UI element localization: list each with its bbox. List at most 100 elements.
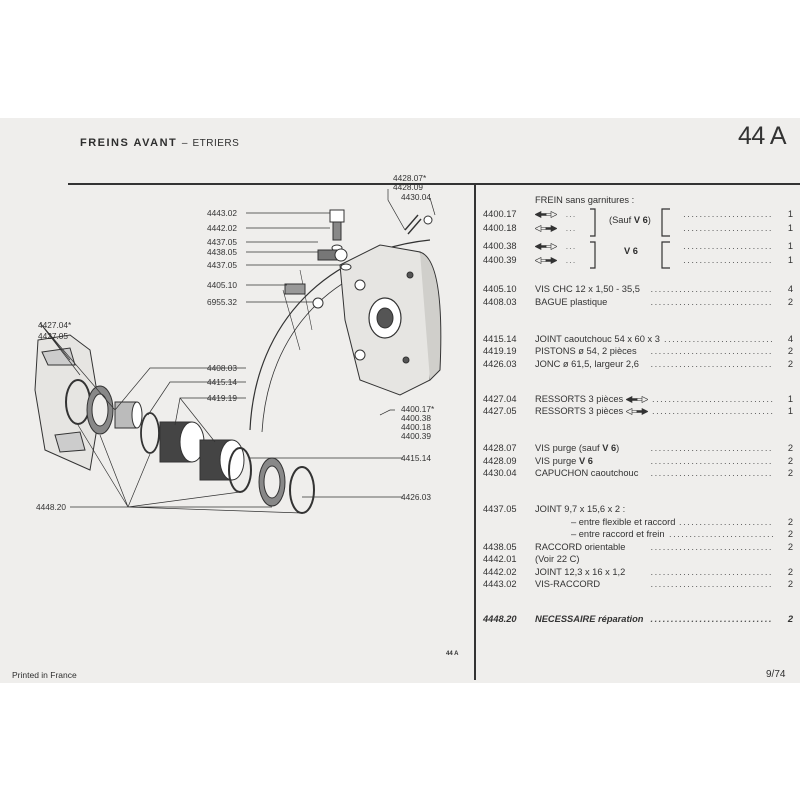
dust-boot <box>86 385 114 435</box>
quantity: 4 <box>787 334 793 344</box>
description-segment: – entre flexible et raccord <box>571 517 676 527</box>
part-description: ... <box>535 208 576 220</box>
leader-dots: .............................. <box>650 359 773 369</box>
description-segment: (Voir 22 C) <box>535 554 580 564</box>
part-callout: 4426.03 <box>401 492 431 502</box>
quantity: 1 <box>787 406 793 416</box>
arrow-left-filled-icon <box>535 211 557 219</box>
printed-in: Printed in France <box>12 670 77 680</box>
part-callout: 4405.10 <box>207 280 237 290</box>
dust-boot-2 <box>258 457 286 507</box>
leader-dots: .............................. <box>650 542 773 552</box>
part-description: JONC ø 61,5, largeur 2,6 <box>535 358 639 370</box>
quantity: 2 <box>787 517 793 527</box>
part-callout: 4400.18 <box>401 422 431 432</box>
parts-row: 4442.01(Voir 22 C) <box>483 553 793 565</box>
part-description: PISTONS ø 54, 2 pièces <box>535 345 637 357</box>
group-label-close: ) <box>647 215 651 225</box>
description-segment: VIS purge <box>535 456 579 466</box>
part-description: VIS-RACCORD <box>535 578 600 590</box>
quantity: 2 <box>787 359 793 369</box>
part-callout: 6955.32 <box>207 297 237 307</box>
header-rule <box>68 183 800 185</box>
part-number: 4427.05 <box>483 406 517 416</box>
title-separator: – <box>181 138 188 149</box>
part-description: VIS purge (sauf V 6) <box>535 442 619 454</box>
part-description: VIS purge V 6 <box>535 455 593 467</box>
quantity: 2 <box>787 346 793 356</box>
arrow-left-filled-icon <box>623 394 648 404</box>
part-callout: 4442.02 <box>207 223 237 233</box>
leader-dots: .............................. <box>669 529 773 539</box>
parts-row: 4400.38 .........................1 <box>483 240 793 252</box>
part-description: CAPUCHON caoutchouc <box>535 467 638 479</box>
leader-dots: ...................... <box>683 255 773 265</box>
part-description: (Voir 22 C) <box>535 553 579 565</box>
plastic-ring <box>114 401 143 429</box>
description-segment: CAPUCHON caoutchouc <box>535 468 639 478</box>
part-callout: 4400.38 <box>401 413 431 423</box>
page-code: 44 A <box>738 122 787 150</box>
leader-dots: ...................... <box>683 223 773 233</box>
part-callout: 4408.03 <box>207 363 237 373</box>
parts-row: 4400.18 .........................1 <box>483 222 793 234</box>
leader-dots: .............................. <box>650 456 773 466</box>
quantity: 4 <box>787 284 793 294</box>
quantity: 2 <box>787 579 793 589</box>
part-description: ... <box>535 222 576 234</box>
description-segment: VIS purge (sauf <box>535 443 603 453</box>
group-label-v6: V 6 <box>633 215 648 225</box>
group-label-text: (Sauf <box>609 215 634 225</box>
parts-row: 4426.03 JONC ø 61,5, largeur 2,6.........… <box>483 358 793 370</box>
quantity: 2 <box>787 456 793 466</box>
part-callout: 4415.14 <box>401 453 431 463</box>
piston-1 <box>159 421 205 463</box>
part-description: ... <box>535 240 576 252</box>
part-number: 4437.05 <box>483 504 517 514</box>
quantity: 2 <box>787 468 793 478</box>
parts-row: 4427.05 RESSORTS 3 pièces ...............… <box>483 405 793 417</box>
parts-row: 4400.17 .........................1 <box>483 208 793 220</box>
part-number: 4426.03 <box>483 359 517 369</box>
column-divider <box>474 185 476 680</box>
part-number: 4400.38 <box>483 241 517 251</box>
leader-dots: .............................. <box>652 406 773 416</box>
quantity: 1 <box>787 255 793 265</box>
group-label-v6: V 6 <box>624 246 638 256</box>
description-segment: PISTONS ø 54, 2 pièces <box>535 346 637 356</box>
part-description: VIS CHC 12 x 1,50 - 35,5 <box>535 283 640 295</box>
title-subtitle: ETRIERS <box>192 138 240 149</box>
arrow-right-filled-icon <box>623 406 648 416</box>
quantity: 1 <box>787 394 793 404</box>
part-callout: 4443.02 <box>207 208 237 218</box>
description-segment: V 6 <box>602 443 617 453</box>
exploded-brake-caliper-diagram <box>34 189 442 514</box>
part-description: RACCORD orientable <box>535 541 625 553</box>
arrow-right-filled-icon <box>535 225 557 233</box>
part-callout: 4427.04* <box>38 320 72 330</box>
part-callout: 4427.05 <box>38 331 68 341</box>
leader-dots: .............................. <box>650 614 773 624</box>
description-segment: RESSORTS 3 pièces <box>535 406 624 416</box>
quantity: 2 <box>787 542 793 552</box>
part-callout: 4400.39 <box>401 431 431 441</box>
title-main: FREINS AVANT <box>80 137 178 149</box>
leader-dots: .............................. <box>650 284 773 294</box>
description-segment: RESSORTS 3 pièces <box>535 394 624 404</box>
description-segment: – entre raccord et frein <box>571 529 665 539</box>
part-callout: 4438.05 <box>207 247 237 257</box>
part-callout: 4428.07* <box>393 173 427 183</box>
part-callout: 4437.05 <box>207 260 237 270</box>
part-callout: 4448.20 <box>36 502 66 512</box>
